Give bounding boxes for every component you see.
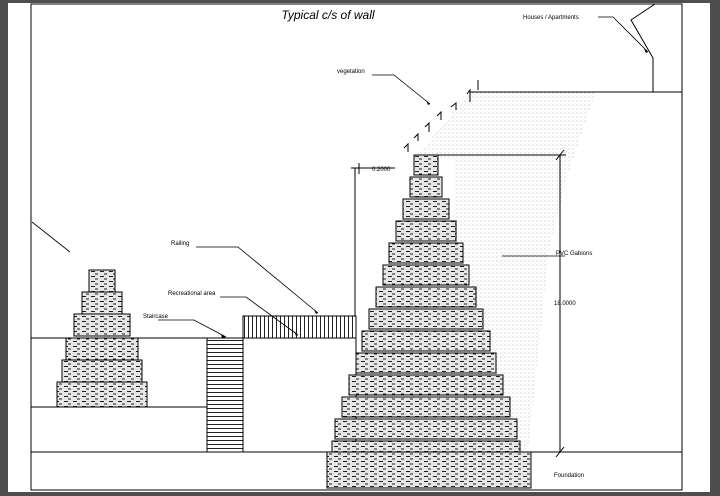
dimension-height: 18.0000 [554,301,576,307]
building-outline [630,3,656,92]
gabion-block [402,198,450,220]
railing [242,315,357,339]
gabion-block [409,176,443,198]
staircase-label: Staircase [143,314,169,320]
gabion-block [81,291,123,315]
foundation-block [326,451,532,489]
gabion-block [361,330,491,352]
recreational-label: Recreational area [168,291,216,297]
dimension-top: 0.2000 [372,167,391,173]
houses-label: Houses / Apartments [523,15,579,21]
railing-label: Railing [171,241,189,247]
gabion-block [88,269,116,293]
gabion-block [341,396,511,418]
staircase [206,337,244,453]
left-gabion-stack [56,269,148,408]
vegetation-label: vegetation [337,69,365,75]
gabion-block [355,352,497,374]
gabion-block [375,286,477,308]
foundation-label: Foundation [554,473,584,479]
gabion-block [388,242,464,264]
gabion-block [395,220,457,242]
gabion-block [348,374,504,396]
vegetation-marks [403,80,479,152]
gabion-block [73,313,131,337]
leader-lines [31,16,649,338]
gabions-label: PVC Gabions [556,251,592,257]
main-gabion-wall [326,154,532,489]
gabion-block [382,264,470,286]
gabion-block [56,381,148,408]
gabion-block [334,418,518,440]
gabion-block [61,359,143,383]
dimension-marks [351,149,566,458]
gabion-block [368,308,484,330]
gabion-block [413,154,439,176]
drawing-title: Typical c/s of wall [281,8,374,22]
leader-arrowheads [221,49,648,338]
gabion-block [65,337,139,361]
